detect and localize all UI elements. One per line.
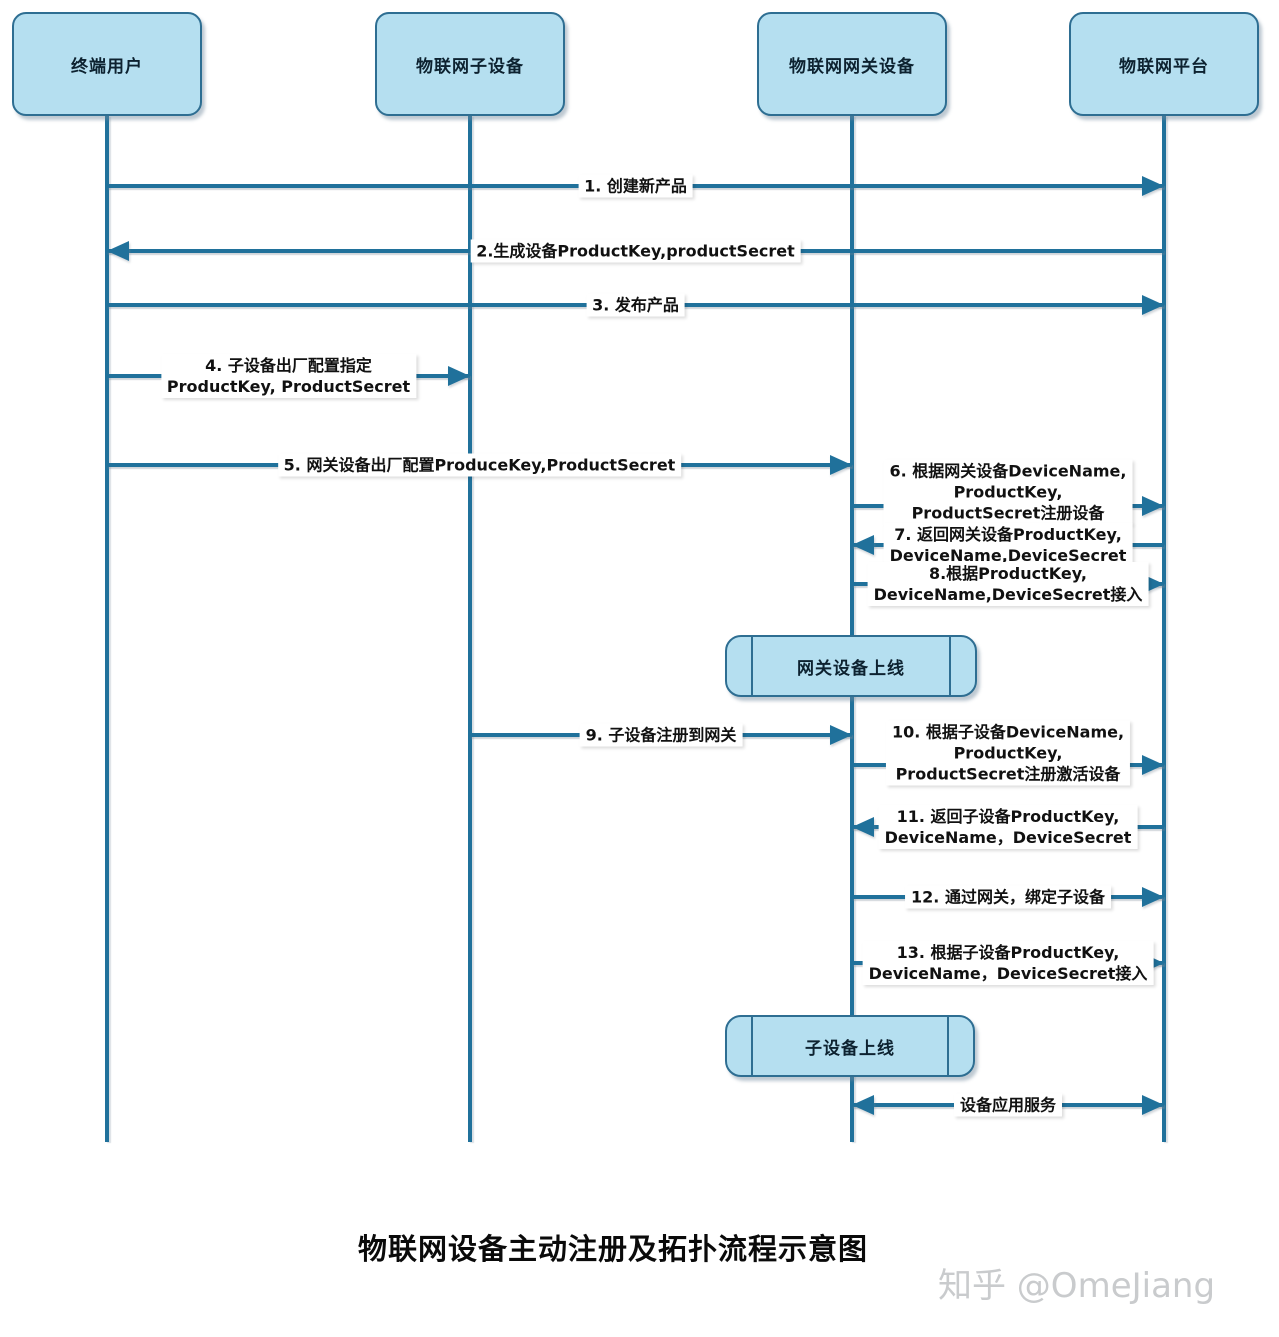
message-text-line: DeviceName,DeviceSecret: [889, 546, 1127, 565]
message-text-line: DeviceName，DeviceSecret: [884, 828, 1132, 847]
message-text-line: 11. 返回子设备ProductKey,: [896, 807, 1120, 826]
state-label: 子设备上线: [805, 1038, 895, 1059]
message-text-line: 2.生成设备ProductKey,productSecret: [476, 241, 795, 261]
actor-end-user: 终端用户: [12, 12, 202, 116]
state-right-bar: [947, 1017, 949, 1075]
message-6-arrowhead-right-icon: [1142, 496, 1164, 516]
message-text-line: 设备应用服务: [959, 1095, 1057, 1115]
actor-iot-gateway: 物联网网关设备: [757, 12, 947, 116]
message-6-label: 6. 根据网关设备DeviceName,ProductKey,ProductSe…: [883, 459, 1133, 525]
state-gateway-online: 网关设备上线: [725, 635, 977, 697]
actor-iot-platform: 物联网平台: [1069, 12, 1259, 116]
message-3-label: 3. 发布产品: [586, 293, 685, 317]
message-12-arrowhead-right-icon: [1142, 887, 1164, 907]
message-text-line: ProductKey, ProductSecret: [166, 377, 411, 396]
actor-label: 物联网子设备: [416, 56, 524, 77]
message-4-arrowhead-right-icon: [448, 366, 470, 386]
message-13-label: 13. 根据子设备ProductKey, DeviceName，DeviceSec…: [862, 941, 1154, 985]
message-2-label: 2.生成设备ProductKey,productSecret: [470, 239, 801, 263]
message-5-label: 5. 网关设备出厂配置ProduceKey,ProductSecret: [277, 453, 682, 477]
message-text-line: ProductSecret注册设备: [911, 503, 1105, 523]
message-5-arrowhead-right-icon: [830, 455, 852, 475]
state-left-bar: [751, 1017, 753, 1075]
message-2-arrowhead-left-icon: [107, 241, 129, 261]
message-text-line: 12. 通过网关，绑定子设备: [911, 887, 1105, 907]
message-1-label: 1. 创建新产品: [578, 174, 693, 198]
message-7-arrowhead-left-icon: [852, 535, 874, 555]
message-text-line: ProductSecret注册激活设备: [895, 764, 1121, 784]
message-9-arrowhead-right-icon: [830, 725, 852, 745]
actor-label: 终端用户: [71, 56, 143, 77]
message-14-label: 设备应用服务: [953, 1093, 1063, 1117]
actor-label: 物联网网关设备: [789, 56, 915, 77]
message-text-line: 5. 网关设备出厂配置ProduceKey,ProductSecret: [283, 455, 676, 475]
message-text-line: 4. 子设备出厂配置指定: [205, 356, 372, 375]
message-4-label: 4. 子设备出厂配置指定 ProductKey, ProductSecret: [160, 354, 417, 398]
actor-label: 物联网平台: [1119, 56, 1209, 77]
message-7-label: 7. 返回网关设备ProductKey, DeviceName,DeviceSec…: [883, 523, 1133, 567]
message-text-line: 8.根据ProductKey,: [928, 564, 1088, 583]
message-text-line: DeviceName，DeviceSecret接入: [868, 964, 1148, 983]
message-text-line: ProductKey,: [953, 482, 1063, 502]
message-14-arrowhead-left-icon: [852, 1095, 874, 1115]
message-11-arrowhead-left-icon: [852, 817, 874, 837]
message-text-line: ProductKey,: [953, 743, 1063, 763]
state-right-bar: [949, 637, 951, 695]
state-subdevice-online: 子设备上线: [725, 1015, 975, 1077]
diagram-title: 物联网设备主动注册及拓扑流程示意图: [357, 1232, 869, 1266]
message-12-label: 12. 通过网关，绑定子设备: [905, 885, 1111, 909]
message-text-line: 6. 根据网关设备DeviceName,: [889, 461, 1127, 481]
message-8-label: 8.根据ProductKey, DeviceName,DeviceSecret接入: [867, 562, 1149, 606]
state-label: 网关设备上线: [797, 658, 905, 679]
message-1-arrowhead-right-icon: [1142, 176, 1164, 196]
state-left-bar: [751, 637, 753, 695]
actor-iot-subdevice: 物联网子设备: [375, 12, 565, 116]
message-11-label: 11. 返回子设备ProductKey, DeviceName，DeviceSec…: [878, 805, 1138, 849]
message-text-line: 3. 发布产品: [592, 295, 679, 315]
lifeline-end-user: [105, 116, 109, 1142]
lifeline-iot-gateway: [850, 116, 854, 1142]
message-text-line: 9. 子设备注册到网关: [585, 725, 737, 745]
message-text-line: 13. 根据子设备ProductKey,: [896, 943, 1120, 962]
message-text-line: 7. 返回网关设备ProductKey,: [894, 525, 1122, 544]
watermark: 知乎 @OmeJiang: [938, 1266, 1216, 1306]
message-3-arrowhead-right-icon: [1142, 295, 1164, 315]
message-10-arrowhead-right-icon: [1142, 755, 1164, 775]
message-text-line: 10. 根据子设备DeviceName,: [891, 722, 1125, 742]
lifeline-iot-subdevice: [468, 116, 472, 1142]
message-text-line: DeviceName,DeviceSecret接入: [873, 585, 1143, 604]
message-10-label: 10. 根据子设备DeviceName,ProductKey,ProductSe…: [885, 720, 1131, 786]
lifeline-iot-platform: [1162, 116, 1166, 1142]
message-14-arrowhead-right-icon: [1142, 1095, 1164, 1115]
message-9-label: 9. 子设备注册到网关: [579, 723, 743, 747]
message-text-line: 1. 创建新产品: [584, 176, 687, 196]
